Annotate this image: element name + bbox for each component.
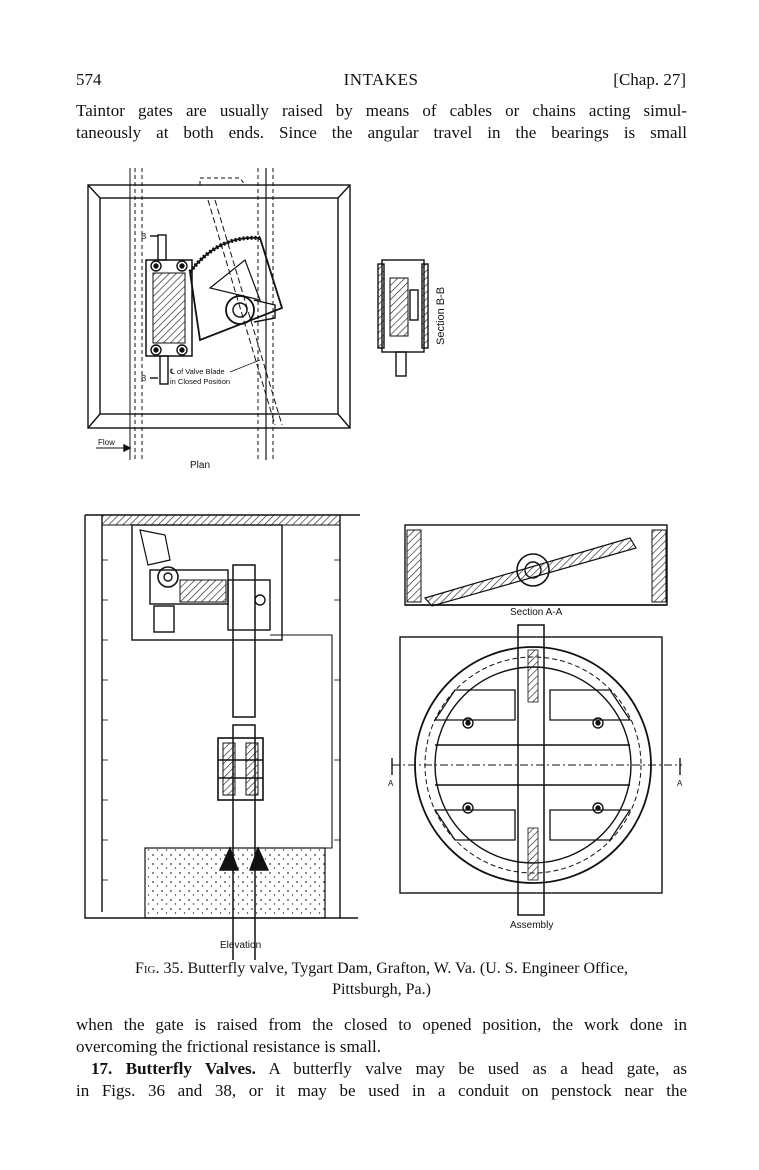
figure-number: Fig. 35. [134, 960, 184, 977]
caption-line-1: Fig. 35. Butterfly valve, Tygart Dam, Gr… [76, 958, 687, 979]
assembly-view [391, 624, 682, 916]
flow-label: Flow [98, 438, 115, 447]
intro-line-2: taneously at both ends. Since the angula… [76, 123, 687, 142]
section-marker-b-bottom: B [141, 374, 146, 383]
section-17-paragraph: 17. Butterfly Valves. A butterfly valve … [76, 1058, 687, 1102]
page-number: 574 [76, 70, 102, 89]
section-17-line-2: in Figs. 36 and 38, or it may be used in… [76, 1081, 687, 1100]
elevation-label: Elevation [220, 940, 261, 951]
blade-note-line1: ℄ of Valve Blade [170, 367, 225, 376]
section-marker-a-right: A [677, 779, 683, 788]
section-marker-a-left: A [388, 779, 394, 788]
blade-note-line2: in Closed Position [170, 377, 230, 386]
figure-caption: Fig. 35. Butterfly valve, Tygart Dam, Gr… [76, 958, 687, 1000]
section-aa-label: Section A-A [510, 607, 563, 618]
figure-35-drawing: Plan ℄ of Valve Blade in Closed Position… [84, 168, 683, 960]
chapter-title: INTAKES [343, 70, 419, 89]
chapter-reference: [Chap. 27] [613, 70, 686, 89]
section-aa-view [404, 524, 668, 607]
assembly-label: Assembly [510, 920, 553, 931]
section-17-line-1: 17. Butterfly Valves. A butterfly valve … [76, 1058, 687, 1080]
elevation-view [84, 514, 360, 960]
section-marker-b-top: B [141, 232, 146, 241]
section-17-heading: 17. Butterfly Valves. [91, 1059, 256, 1078]
continuation-line-2: overcoming the frictional resistance is … [76, 1037, 381, 1056]
running-header: 574 INTAKES [Chap. 27] [76, 70, 686, 92]
intro-paragraph: Taintor gates are usually raised by mean… [76, 100, 687, 144]
caption-text-1: Butterfly valve, Tygart Dam, Grafton, W.… [187, 960, 629, 977]
section-17-line-1-text: A butterfly valve may be used as a head … [268, 1059, 688, 1078]
caption-line-2: Pittsburgh, Pa.) [332, 981, 431, 998]
section-bb-label: Section B-B [435, 287, 447, 345]
section-bb-view [377, 259, 429, 377]
continuation-paragraph: when the gate is raised from the closed … [76, 1014, 687, 1058]
continuation-line-1: when the gate is raised from the closed … [76, 1015, 687, 1034]
plan-view [87, 168, 351, 460]
intro-line-1: Taintor gates are usually raised by mean… [76, 101, 687, 120]
plan-label: Plan [190, 460, 210, 471]
